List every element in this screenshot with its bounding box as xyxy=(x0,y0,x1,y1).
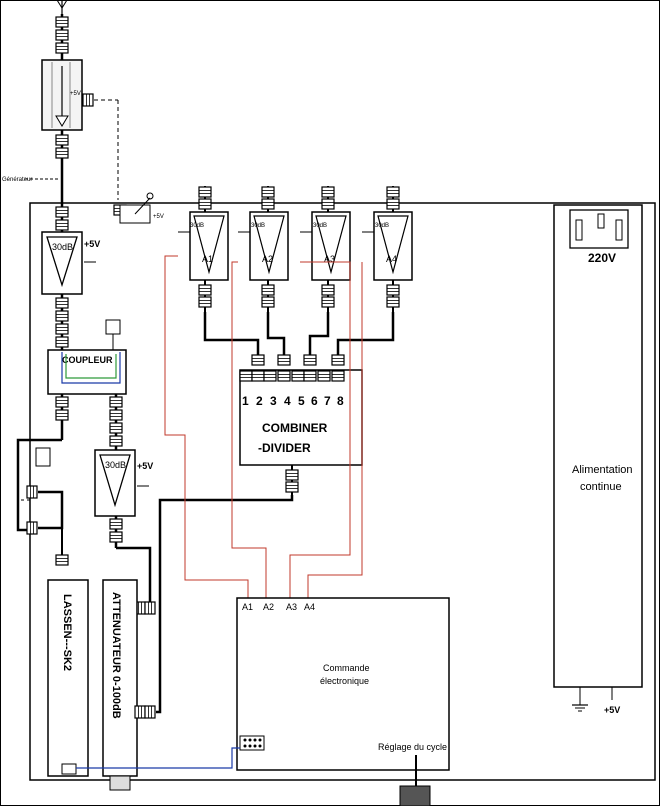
amp-coupled-plus5v-label: +5V xyxy=(137,461,153,471)
alimentation-block: 220V Alimentation continue xyxy=(553,204,643,688)
a3-label: A3 xyxy=(324,254,335,264)
v220-label: 220V xyxy=(588,251,616,265)
port-2: 2 xyxy=(256,394,263,408)
source-plus5v-label: +5V xyxy=(70,91,81,97)
attenuateur-module: ATTENUATEUR 0-100dB xyxy=(102,579,138,791)
a1-label: A1 xyxy=(202,254,213,264)
combiner-label-2: -DIVIDER xyxy=(258,441,311,455)
lassen-label: LASSEN---SK2 xyxy=(61,594,73,671)
coupleur-load xyxy=(105,319,121,350)
side-load xyxy=(35,447,51,467)
a2-label: A2 xyxy=(262,254,273,264)
cmd-a1-label: A1 xyxy=(242,602,253,612)
port-7: 7 xyxy=(324,394,331,408)
alim-label-1: Alimentation xyxy=(572,464,633,476)
coupleur-block: COUPLEUR xyxy=(47,349,127,395)
switch-plus5v-label: +5V xyxy=(153,214,164,220)
port-8: 8 xyxy=(337,394,344,408)
a3-gain-label: 30dB xyxy=(313,223,327,229)
a4-gain-label: 30dB xyxy=(375,223,389,229)
amplifier-a4: 30dB A4 xyxy=(362,186,413,312)
port-1: 1 xyxy=(242,394,249,408)
lassen-sk2-module: LASSEN---SK2 xyxy=(47,579,89,777)
commande-label-1: Commande xyxy=(323,663,370,673)
commande-pin-header xyxy=(239,735,265,751)
ground-icon xyxy=(572,687,588,712)
combiner-label-1: COMBINER xyxy=(262,421,328,435)
combiner-divider-block: 1 2 3 4 5 6 7 8 COMBINER -DIVIDER xyxy=(239,369,363,466)
serial-link xyxy=(76,747,240,769)
source-switch-box: +5V xyxy=(41,59,83,131)
amplifier-30db-coupled: 30dB xyxy=(94,449,136,517)
amp-coupled-gain-label: 30dB xyxy=(105,460,126,470)
power-socket-icon xyxy=(569,209,629,249)
amp-input-plus5v-label: +5V xyxy=(84,239,100,249)
coupleur-label: COUPLEUR xyxy=(62,355,113,365)
toggle-switch: +5V xyxy=(113,192,164,224)
cmd-a2-label: A2 xyxy=(263,602,274,612)
amplifier-a2: 30dB A2 xyxy=(238,186,289,312)
reglage-knob xyxy=(399,755,431,806)
commande-label-2: électronique xyxy=(320,676,369,686)
control-lines xyxy=(164,255,363,598)
amplifier-a1: 30dB A1 xyxy=(178,186,229,312)
port-5: 5 xyxy=(298,394,305,408)
attenuateur-label: ATTENUATEUR 0-100dB xyxy=(110,592,122,719)
port-6: 6 xyxy=(311,394,318,408)
a2-gain-label: 30dB xyxy=(251,223,265,229)
reglage-label: Réglage du cycle xyxy=(378,742,447,752)
cmd-a3-label: A3 xyxy=(286,602,297,612)
amplifier-a3: 30dB A3 xyxy=(300,186,351,312)
combiner-port-connectors xyxy=(239,370,345,382)
generateur-label: Générateur xyxy=(2,177,32,183)
alim-plus5v-label: +5V xyxy=(604,705,620,715)
alim-label-2: continue xyxy=(580,481,622,493)
commande-electronique-block: A1 A2 A3 A4 Commande électronique Réglag… xyxy=(236,597,450,771)
amp-input-gain-label: 30dB xyxy=(52,242,73,252)
antenna-icon xyxy=(56,0,68,14)
port-3: 3 xyxy=(270,394,277,408)
a4-label: A4 xyxy=(386,254,397,264)
cmd-a4-label: A4 xyxy=(304,602,315,612)
port-4: 4 xyxy=(284,394,291,408)
a1-gain-label: 30dB xyxy=(190,223,204,229)
amplifier-30db-input: 30dB xyxy=(41,231,83,295)
